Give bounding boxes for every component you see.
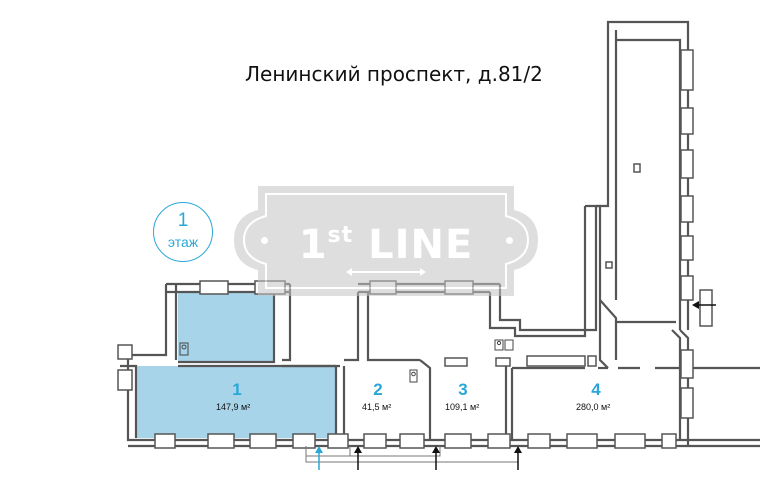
columns [444, 163, 713, 367]
room-4-number[interactable]: 4 [591, 380, 601, 399]
room-3-area: 109,1 м² [445, 402, 480, 412]
room-1-area: 147,9 м² [216, 402, 251, 412]
entrance-arrow-icon[interactable] [315, 301, 716, 470]
room-2-area: 41,5 м² [362, 402, 392, 412]
brand-watermark-text: 1st LINE [298, 222, 474, 268]
room-1-number[interactable]: 1 [232, 380, 242, 399]
wc-icon [179, 339, 514, 383]
room-1-fill[interactable] [137, 292, 337, 438]
floor-number: 1 [177, 210, 189, 231]
room-2-number[interactable]: 2 [373, 380, 383, 399]
watermark-dot-right [506, 237, 513, 244]
watermark-dot-left [261, 237, 268, 244]
room-3-number[interactable]: 3 [458, 380, 468, 399]
floor-badge: 1 этаж [153, 202, 213, 262]
brand-watermark [234, 186, 538, 296]
floor-label: этаж [167, 234, 199, 250]
address-title: Ленинский проспект, д.81/2 [245, 62, 543, 86]
room-4-area: 280,0 м² [576, 402, 611, 412]
